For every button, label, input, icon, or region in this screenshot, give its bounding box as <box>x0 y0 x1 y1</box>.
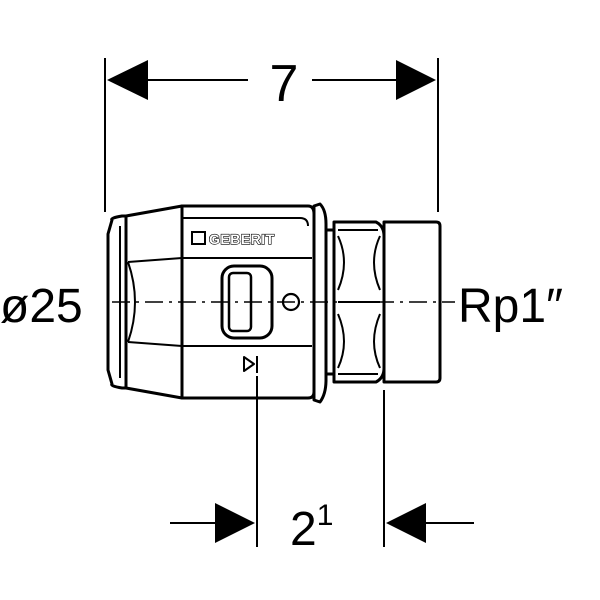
arrowhead-right <box>396 60 436 100</box>
inner-offset-label: 21 <box>290 499 333 556</box>
overall-length-dimension: 7 <box>104 55 439 212</box>
arrowhead-right-inward <box>386 503 426 543</box>
inner-offset-superscript: 1 <box>317 499 334 532</box>
fitting-body <box>106 202 442 404</box>
overall-length-label: 7 <box>270 55 299 113</box>
hex-nut-facet-upper <box>337 235 381 291</box>
brand-logo-square-icon <box>191 231 206 245</box>
main-body-bevel <box>182 217 309 227</box>
insertion-mark-icon <box>243 356 258 373</box>
arrowhead-left <box>107 60 148 100</box>
release-button-inner <box>227 271 253 333</box>
inner-offset-base: 2 <box>290 503 317 556</box>
inspection-hole <box>281 292 301 312</box>
brand-logo: GEBERIT <box>191 230 275 248</box>
neck-ring <box>312 202 328 404</box>
brand-logo-text: GEBERIT <box>209 231 275 247</box>
hex-nut-facet-lower <box>337 313 381 369</box>
pipe-diameter-label: ø25 <box>0 280 83 333</box>
release-button-outer <box>220 264 274 340</box>
collar-contour-bottom <box>127 341 183 347</box>
arrowhead-left-inward <box>215 503 255 543</box>
collar-recess <box>127 261 136 343</box>
collar-contour-top <box>127 257 183 263</box>
socket-end <box>382 220 442 384</box>
end-cap <box>106 214 128 390</box>
thread-size-label: Rp1″ <box>458 280 563 333</box>
inner-offset-dimension: 21 <box>170 376 474 556</box>
